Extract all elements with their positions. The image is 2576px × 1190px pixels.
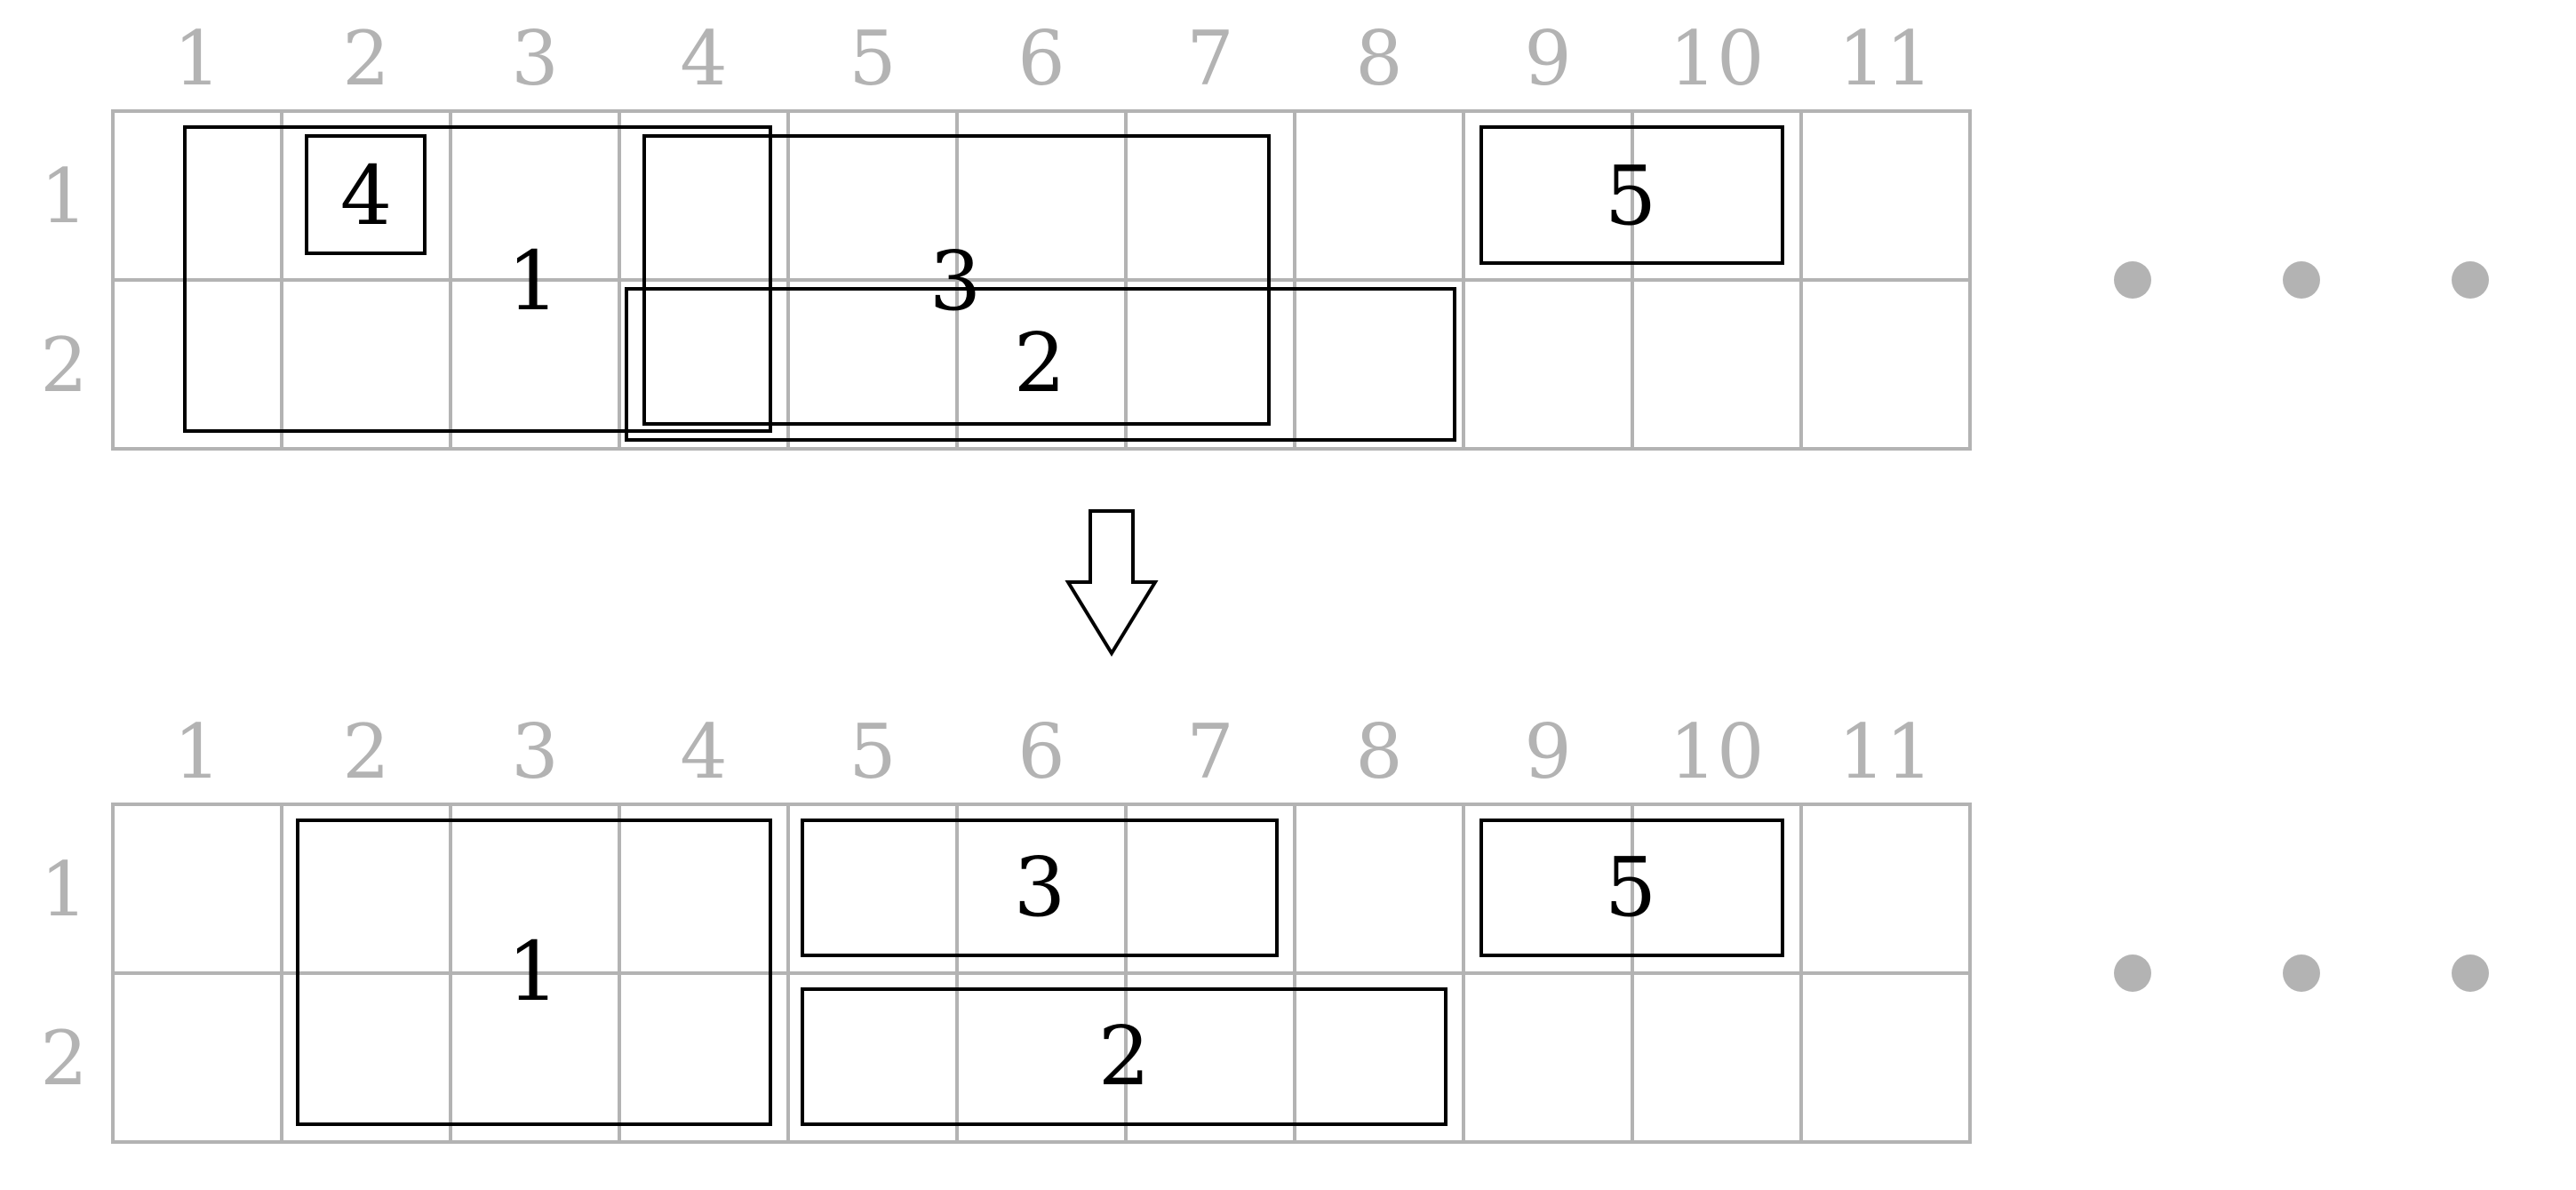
item-box-5	[1479, 819, 1784, 957]
item-label-2: 2	[1014, 315, 1066, 411]
grid-cell	[618, 803, 790, 975]
column-label: 3	[511, 708, 558, 795]
grid-cell	[280, 278, 452, 451]
grid-cell	[111, 278, 283, 451]
item-box-1	[296, 819, 772, 1126]
grid-cell	[1799, 109, 1972, 282]
item-box-5	[1479, 125, 1784, 265]
grid-cell	[1462, 971, 1634, 1144]
row-label: 1	[40, 846, 87, 933]
column-label: 6	[1017, 15, 1065, 102]
column-label: 10	[1670, 15, 1765, 102]
grid-cell	[1462, 278, 1634, 451]
grid-cell	[111, 971, 283, 1144]
column-label: 1	[173, 708, 220, 795]
column-label: 9	[1524, 708, 1571, 795]
column-label: 7	[1186, 15, 1233, 102]
item-label-5: 5	[1605, 840, 1657, 935]
ellipsis-dot	[2452, 954, 2489, 992]
item-label-4: 4	[340, 148, 393, 244]
grid-cell	[1799, 278, 1972, 451]
ellipsis-dot	[2452, 261, 2489, 299]
grid	[111, 803, 1972, 1144]
grid-cell	[1293, 109, 1465, 282]
grid-cell	[786, 971, 959, 1144]
grid-cell	[111, 803, 283, 975]
column-label: 11	[1838, 15, 1934, 102]
column-label: 2	[342, 708, 389, 795]
ellipsis-dots	[2114, 954, 2489, 992]
ellipsis-dots	[2114, 261, 2489, 299]
item-label-3: 3	[929, 234, 982, 329]
grid-cell	[786, 803, 959, 975]
grid-cell	[111, 109, 283, 282]
item-box-2	[625, 287, 1456, 442]
grid-cell	[1631, 109, 1803, 282]
item-label-2: 2	[1098, 1009, 1151, 1104]
row-label: 2	[40, 322, 87, 409]
item-label-1: 1	[507, 924, 560, 1019]
row-label: 1	[40, 153, 87, 240]
item-label-3: 3	[1014, 840, 1066, 935]
item-box-3	[642, 134, 1271, 426]
ellipsis-dot	[2114, 954, 2151, 992]
grid-cell	[1799, 803, 1972, 975]
column-label: 9	[1524, 15, 1571, 102]
grid-cell	[1799, 971, 1972, 1144]
column-label: 3	[511, 15, 558, 102]
column-label: 5	[849, 15, 896, 102]
column-label: 8	[1355, 15, 1402, 102]
grid-cell	[1124, 971, 1296, 1144]
item-box-2	[801, 987, 1448, 1126]
column-label: 10	[1670, 708, 1765, 795]
grid-cell	[618, 971, 790, 1144]
down-arrow-icon	[1065, 509, 1159, 657]
grid-cell	[1631, 278, 1803, 451]
grid	[111, 109, 1972, 451]
column-label: 4	[680, 708, 727, 795]
column-label: 8	[1355, 708, 1402, 795]
ellipsis-dot	[2283, 261, 2320, 299]
column-label: 1	[173, 15, 220, 102]
grid-cell	[1124, 803, 1296, 975]
grid-cell	[1631, 803, 1803, 975]
item-box-3	[801, 819, 1279, 957]
column-label: 6	[1017, 708, 1065, 795]
item-label-1: 1	[507, 234, 560, 329]
grid-cell	[280, 971, 452, 1144]
grid-cell	[1293, 971, 1465, 1144]
column-label: 4	[680, 15, 727, 102]
row-label: 2	[40, 1015, 87, 1102]
column-label: 5	[849, 708, 896, 795]
ellipsis-dot	[2114, 261, 2151, 299]
ellipsis-dot	[2283, 954, 2320, 992]
grid-cell	[1631, 971, 1803, 1144]
column-label: 2	[342, 15, 389, 102]
item-box-1	[183, 125, 772, 433]
item-label-5: 5	[1605, 148, 1657, 244]
grid-cell	[1293, 278, 1465, 451]
item-box-4	[305, 134, 427, 255]
grid-cell	[1293, 803, 1465, 975]
grid-cell	[280, 803, 452, 975]
column-label: 11	[1838, 708, 1934, 795]
column-label: 7	[1186, 708, 1233, 795]
